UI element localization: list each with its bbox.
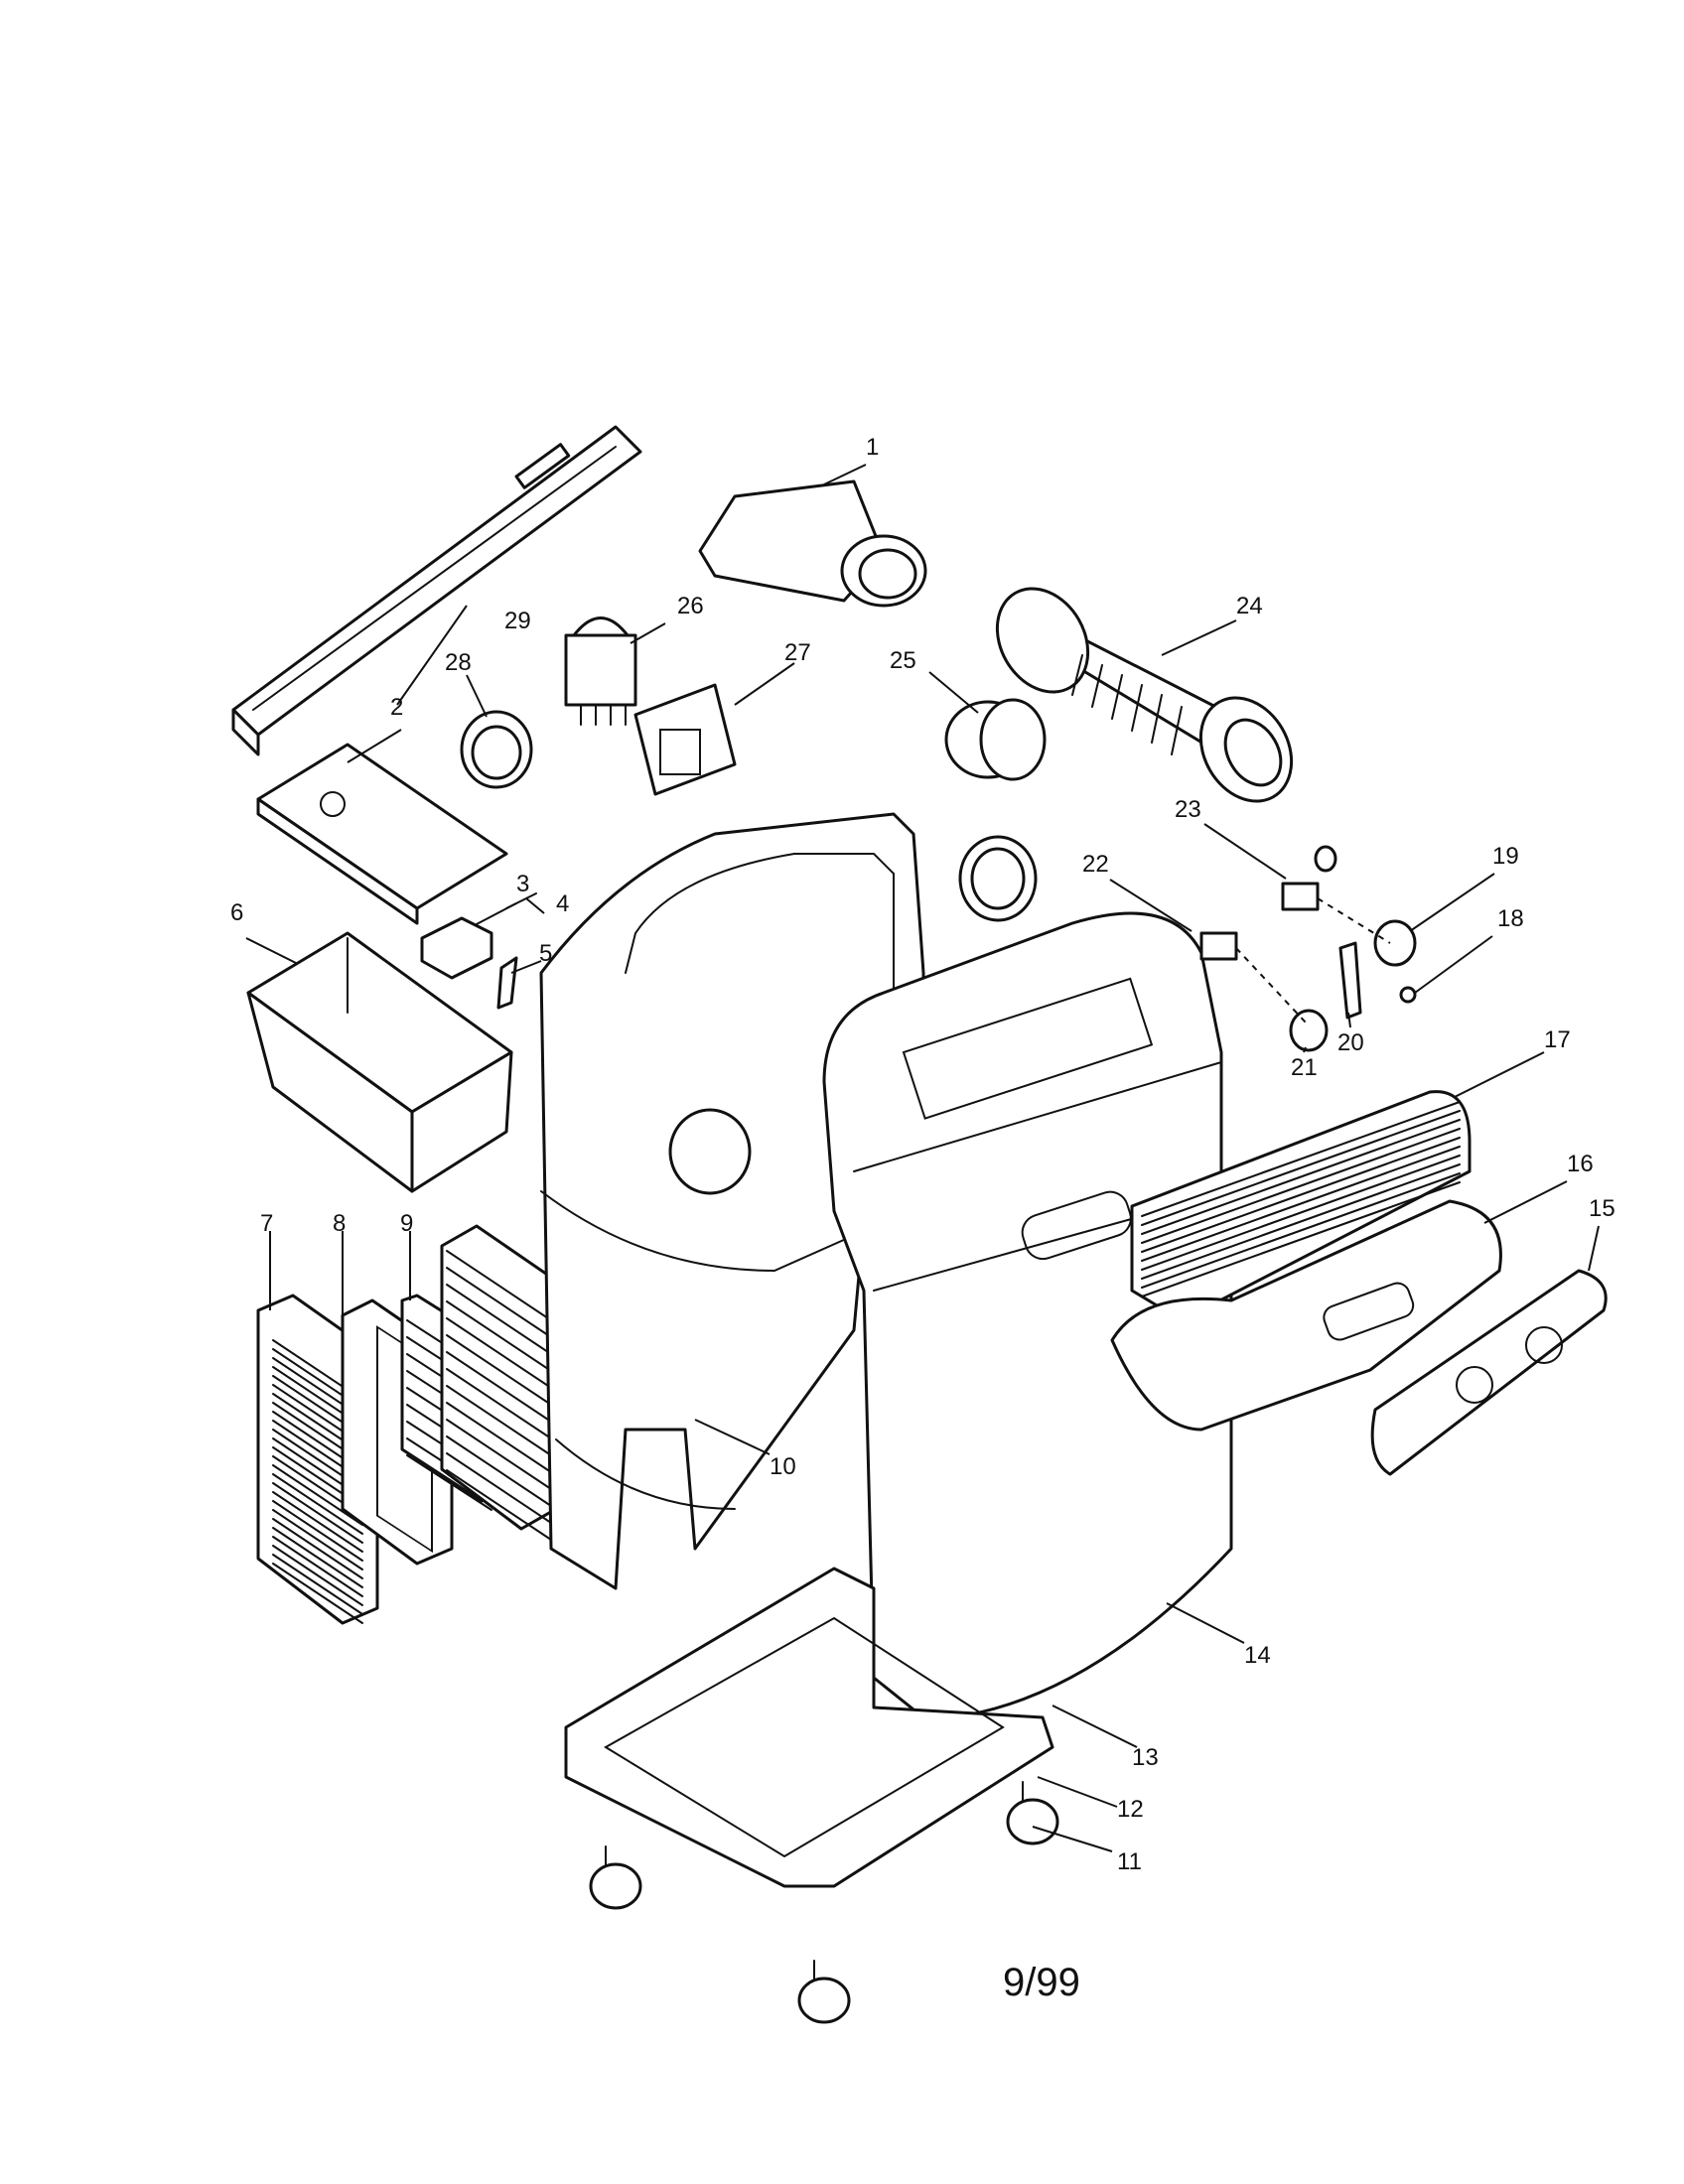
callout-12: 12 <box>1117 1796 1144 1823</box>
part-22-switch <box>1199 931 1238 961</box>
callout-14: 14 <box>1244 1642 1271 1669</box>
part-21-knob <box>1289 1009 1329 1052</box>
callout-2: 2 <box>390 694 403 721</box>
part-14-main-housing <box>822 911 1233 1719</box>
louver-slat <box>1141 1137 1461 1253</box>
louver-slat <box>1141 1172 1461 1289</box>
mesh-line <box>446 1334 552 1406</box>
grille-slat <box>272 1554 363 1615</box>
mesh-line <box>446 1469 552 1541</box>
mesh-line <box>446 1284 552 1355</box>
mesh-line <box>446 1267 552 1338</box>
louver-slat <box>1141 1146 1461 1262</box>
mesh-line <box>446 1385 552 1456</box>
part-12-caster-stem <box>605 1781 1024 1981</box>
part-29-top-rail <box>231 425 642 756</box>
louver-slat <box>1141 1110 1461 1226</box>
callout-7: 7 <box>260 1210 273 1237</box>
callout-3: 3 <box>516 871 529 897</box>
callout-17: 17 <box>1544 1026 1571 1053</box>
callout-9: 9 <box>400 1210 413 1237</box>
callout-24: 24 <box>1236 593 1263 619</box>
part-5-clip <box>496 956 518 1010</box>
louver-slat <box>1141 1119 1461 1235</box>
louver-slat <box>1141 1155 1461 1271</box>
callout-19: 19 <box>1492 843 1519 870</box>
callout-6: 6 <box>230 899 243 926</box>
callout-13: 13 <box>1132 1744 1159 1771</box>
grille-slat <box>272 1563 363 1624</box>
callout-11: 11 <box>1117 1848 1142 1875</box>
grille-slat <box>272 1536 363 1597</box>
grille-slat <box>272 1500 363 1562</box>
grille-slat <box>272 1473 363 1535</box>
mesh-line <box>446 1435 552 1507</box>
part-16-control-bezel <box>1110 1199 1502 1432</box>
callout-25: 25 <box>890 647 916 674</box>
part-3-switch-block <box>420 916 493 980</box>
callout-16: 16 <box>1567 1151 1594 1177</box>
part-6-water-tank <box>246 931 513 1193</box>
callout-26: 26 <box>677 593 704 619</box>
part-28-seal-ring <box>460 710 533 789</box>
grille-slat <box>272 1509 363 1570</box>
callout-18: 18 <box>1497 905 1524 932</box>
date-code: 9/99 <box>1003 1961 1080 2004</box>
callout-27: 27 <box>784 639 811 666</box>
grille-slat <box>272 1482 363 1544</box>
mesh-line <box>446 1402 552 1473</box>
part-11-caster-wheel <box>589 1798 1059 2024</box>
grille-slat <box>272 1545 363 1606</box>
louver-slat <box>1141 1128 1461 1244</box>
louver-slat <box>1141 1101 1461 1217</box>
grille-slat <box>272 1464 363 1526</box>
mesh-line <box>446 1368 552 1439</box>
part-26-control-board <box>564 616 637 726</box>
callout-22: 22 <box>1082 851 1109 878</box>
part-1-duct-adapter <box>698 479 927 608</box>
part-15-control-panel <box>1370 1269 1608 1476</box>
leader-lines <box>245 464 1600 1852</box>
callout-5: 5 <box>539 940 552 967</box>
part-17-front-louver <box>1130 1090 1472 1322</box>
part-27-mounting-bracket <box>633 683 737 796</box>
callout-29: 29 <box>504 608 531 634</box>
part-25-window-adapter <box>944 698 1047 922</box>
mesh-line <box>446 1317 552 1389</box>
grille-slat <box>272 1527 363 1588</box>
callout-23: 23 <box>1175 796 1201 823</box>
part-10-rear-panel <box>440 1224 558 1541</box>
mesh-line <box>446 1300 552 1372</box>
callout-labels: 1 2 3 4 5 6 7 8 9 10 11 12 13 14 15 16 1… <box>230 434 1615 1875</box>
part-23-switch <box>1281 845 1337 911</box>
part-13-base-tray <box>564 1567 1054 1888</box>
louver-slat <box>1141 1181 1461 1297</box>
callout-21: 21 <box>1291 1054 1318 1081</box>
callout-20: 20 <box>1337 1029 1364 1056</box>
callout-15: 15 <box>1589 1195 1615 1222</box>
mesh-line <box>446 1351 552 1423</box>
mesh-line <box>446 1250 552 1321</box>
part-2-cover-plate <box>256 743 508 925</box>
callout-1: 1 <box>866 434 879 461</box>
louver-slat <box>1141 1163 1461 1280</box>
part-18-screw <box>1399 986 1417 1004</box>
callout-10: 10 <box>770 1453 796 1480</box>
grille-slat <box>272 1491 363 1553</box>
grille-slat <box>272 1518 363 1579</box>
louver-vane <box>406 1454 492 1511</box>
part-24-exhaust-hose <box>995 587 1294 803</box>
callout-28: 28 <box>445 649 472 676</box>
mesh-line <box>446 1419 552 1490</box>
part-20-actuator <box>1338 941 1362 1020</box>
part-19-knob <box>1373 919 1417 967</box>
callout-8: 8 <box>333 1210 346 1237</box>
mesh-line <box>446 1452 552 1524</box>
part-cabinet-frame <box>539 812 925 1590</box>
callout-4: 4 <box>556 890 569 917</box>
